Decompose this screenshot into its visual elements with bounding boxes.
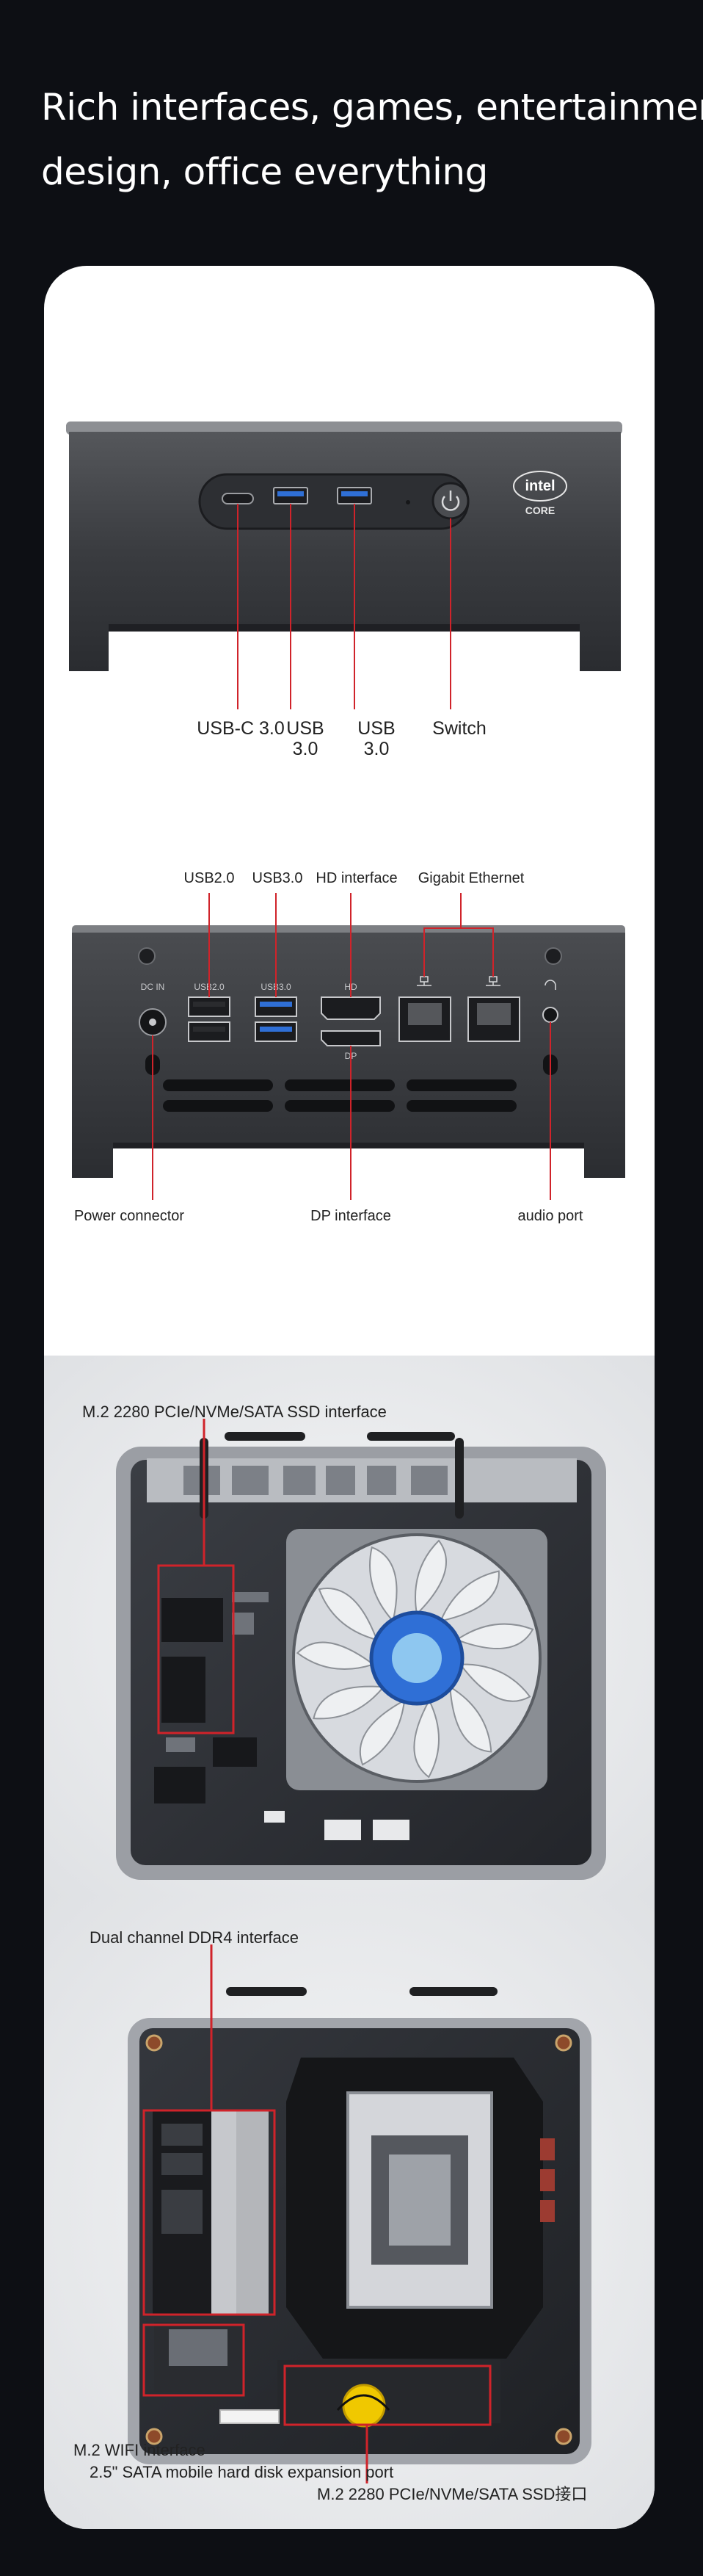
label-sata: 2.5" SATA mobile hard disk expansion por… [90,2463,393,2481]
label-usb2: USB2.0 [184,870,235,886]
rear-panel-illustration: USB2.0 USB3.0 HD interface Gigabit Ether… [72,870,625,1224]
svg-text:3.0: 3.0 [293,739,318,759]
dp-port-icon [321,1030,381,1046]
fan-blade [455,1623,534,1650]
front-panel-illustration: intel CORE USB-C 3.0 USB 3.0 USB 3.0 Swi… [66,422,622,759]
memory-callouts [142,1944,492,2483]
front-callout-lines [237,504,451,709]
usb-c-port-icon [222,493,254,504]
fan-blade [449,1685,492,1753]
antenna-icon [455,1438,464,1519]
fan-blade [413,1698,440,1779]
label-hd: HD interface [316,870,397,886]
product-card: intel CORE USB-C 3.0 USB 3.0 USB 3.0 Swi… [44,266,655,2529]
ram-slot [236,2110,269,2315]
cmos-battery-icon [342,2384,386,2428]
antenna-icon [226,1987,307,1996]
label-ddr4: Dual channel DDR4 interface [90,1928,299,1947]
rear-callout-lines [152,893,551,1200]
label-usb-c: USB-C 3.0 [197,718,284,739]
vent-slots [163,1079,517,1112]
motherboard-cooler-photo: M.2 2280 PCIe/NVMe/SATA SSD interface [44,1356,655,1896]
label-m2-ssd-bottom: M.2 2280 PCIe/NVMe/SATA SSD接口 [317,2485,587,2503]
intel-logo-text: intel [525,478,555,494]
screw-icon [544,947,562,965]
led-indicator [406,500,410,504]
headline-line-2: design, office everything [41,151,488,193]
fan-blade [296,1641,375,1671]
antenna-icon [367,1432,455,1441]
chassis-lid [66,422,622,435]
label-dp-interface: DP interface [310,1208,391,1224]
intel-logo-icon [513,471,567,502]
label-m2-wifi: M.2 WIFI interface [73,2441,205,2459]
fan-blade [369,1546,398,1623]
hd-port-icon [321,996,381,1020]
fan-blade [415,1539,447,1616]
rear-chassis-body [72,933,625,1178]
headline: Rich interfaces, games, entertainment de… [41,75,703,204]
headphone-icon [544,980,556,990]
intel-logo-sub: CORE [525,504,555,516]
label-usb3: USB3.0 [252,870,303,886]
headline-line-1: Rich interfaces, games, entertainment [41,86,703,129]
fan-blade [439,1570,500,1622]
screw-icon [138,947,156,965]
label-m2-ssd-top: M.2 2280 PCIe/NVMe/SATA SSD interface [82,1403,387,1421]
antenna-icon [409,1987,498,1996]
audio-jack-icon [542,1007,558,1023]
antenna-icon [225,1432,305,1441]
fan-blade [313,1685,385,1720]
svg-text:3.0: 3.0 [364,739,390,759]
label-power-connector: Power connector [74,1208,184,1224]
m2-ssd-callout [157,1419,235,1734]
svg-text:DC IN: DC IN [141,982,165,992]
fan-blade [359,1698,406,1766]
fan-blade [459,1663,531,1702]
label-usb3-b: USB [357,718,395,739]
label-gigabit-ethernet: Gigabit Ethernet [418,870,525,886]
label-audio-port: audio port [518,1208,583,1224]
fan-blade [318,1588,379,1641]
sata-connector [219,2409,280,2424]
label-switch: Switch [432,718,487,739]
label-usb3-a: USB [286,718,324,739]
chassis-body [69,432,621,671]
motherboard-memory-photo: Dual channel DDR4 interface M.2 WIFI int… [44,1896,655,2529]
